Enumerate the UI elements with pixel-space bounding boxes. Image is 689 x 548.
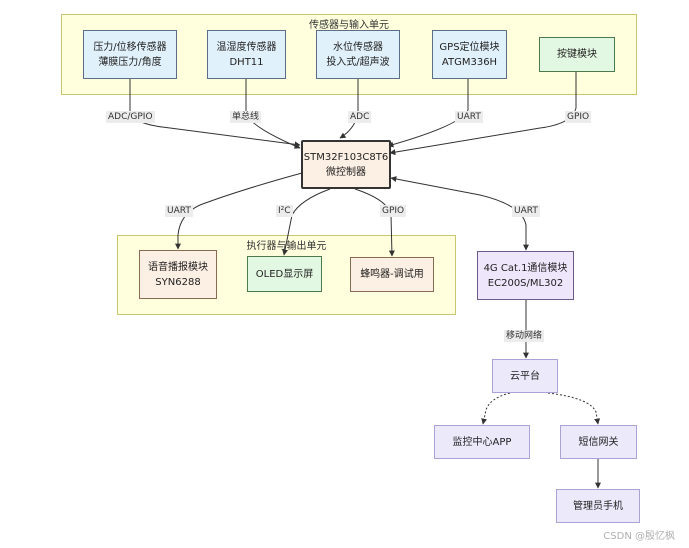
- edge-label-comm-uart: UART: [512, 205, 540, 217]
- edge-mcu-buzzer: [354, 188, 395, 257]
- cloud-platform-node: 云平台: [492, 359, 558, 393]
- edge-label-mobile-network: 移动网络: [504, 330, 545, 342]
- edge-label-single-bus: 单总线: [230, 111, 262, 123]
- monitoring-app-node: 监控中心APP: [434, 425, 530, 459]
- temp-humidity-sensor-node: 温湿度传感器 DHT11: [207, 30, 286, 79]
- edge-label-oled-i2c: I²C: [276, 205, 293, 217]
- mcu-node: STM32F103C8T6 微控制器: [301, 140, 391, 189]
- edge-label-gps-uart: UART: [455, 111, 483, 123]
- edge-mcu-oled: [282, 188, 331, 256]
- water-level-sensor-node: 水位传感器 投入式/超声波: [316, 30, 400, 79]
- gps-module-node: GPS定位模块 ATGM336H: [432, 30, 507, 79]
- buzzer-node: 蜂鸣器-调试用: [350, 257, 434, 292]
- key-module-node: 按键模块: [539, 37, 615, 72]
- edge-label-voice-uart: UART: [165, 205, 193, 217]
- edge-cloud-app: [481, 392, 511, 425]
- pressure-sensor-node: 压力/位移传感器 薄膜压力/角度: [83, 30, 177, 79]
- sensor-input-group-title: 传感器与输入单元: [309, 20, 389, 31]
- edge-label-adc-gpio: ADC/GPIO: [106, 111, 155, 123]
- edge-mcu-comm: [390, 176, 529, 251]
- 4g-comm-module-node: 4G Cat.1通信模块 EC200S/ML302: [477, 251, 574, 300]
- edge-mcu-voice: [175, 172, 303, 250]
- edge-water-mcu: [339, 79, 359, 139]
- edge-label-buzzer-gpio: GPIO: [380, 205, 407, 217]
- edge-pressure-mcu: [129, 79, 301, 148]
- edge-cloud-sms: [547, 392, 601, 425]
- watermark: CSDN @殷忆枫: [603, 531, 675, 542]
- voice-module-node: 语音播报模块 SYN6288: [139, 250, 217, 299]
- actuator-output-group-title: 执行器与输出单元: [246, 241, 327, 252]
- sms-gateway-node: 短信网关: [560, 425, 637, 459]
- edge-label-adc: ADC: [348, 111, 372, 123]
- oled-display-node: OLED显示屏: [247, 256, 322, 292]
- edge-gps-mcu: [387, 79, 469, 148]
- edge-key-mcu: [389, 72, 577, 156]
- admin-phone-node: 管理员手机: [556, 489, 640, 523]
- edge-label-key-gpio: GPIO: [565, 111, 592, 123]
